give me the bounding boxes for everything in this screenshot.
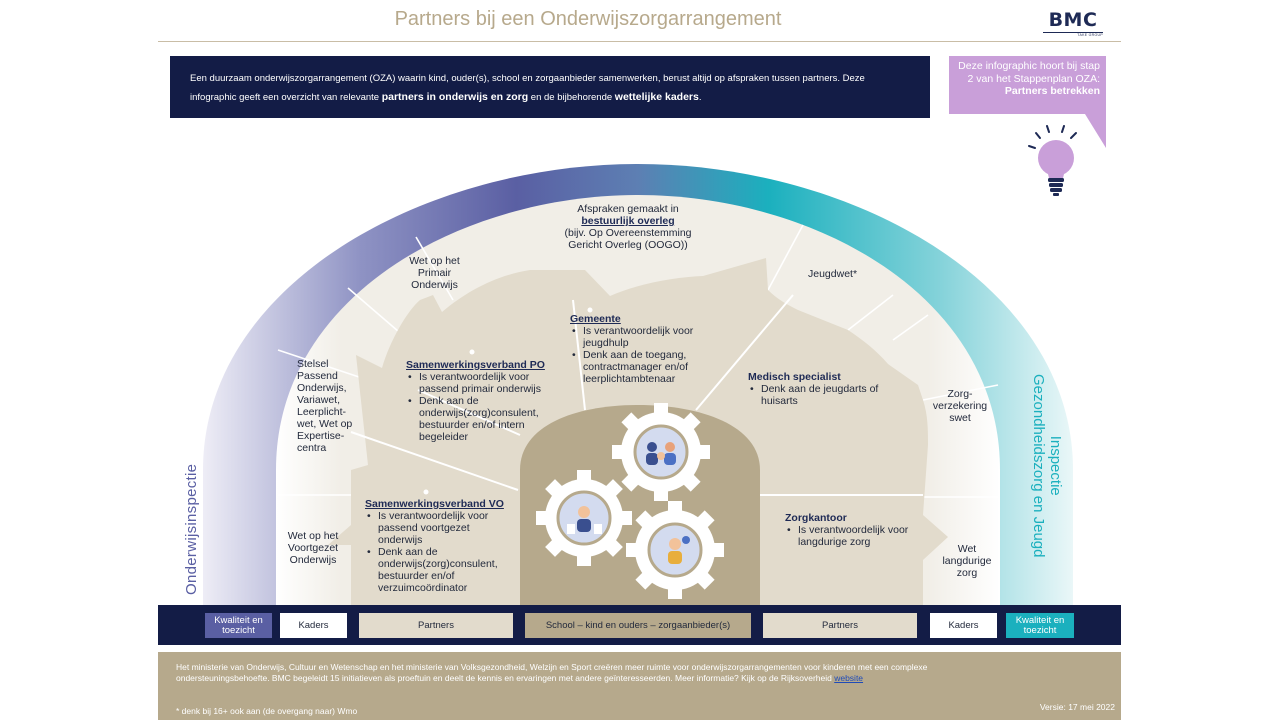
onderwijsinspectie-label: Onderwijsinspectie	[183, 463, 200, 595]
gemeente-title: Gemeente	[570, 313, 621, 325]
law-wlz: Wet langdurige zorg	[942, 543, 992, 579]
partner-swv-po: Samenwerkingsverband PO Is verantwoordel…	[406, 359, 558, 443]
legend-partners-right: Partners	[763, 613, 917, 638]
intro-text-1: Een duurzaam onderwijszorgarrangement (O…	[190, 73, 865, 103]
intro-bold-partners: partners in onderwijs en zorg	[381, 91, 529, 103]
gemeente-item: Denk aan de toegang, contractmanager en/…	[570, 349, 720, 385]
top-bold: bestuurlijk overleg	[581, 215, 675, 227]
legend-kwaliteit-right: Kwaliteit en toezicht	[1006, 613, 1074, 638]
partner-zorgkantoor: Zorgkantoor Is verantwoordelijk voor lan…	[785, 512, 915, 548]
swv-po-item: Is verantwoordelijk voor passend primair…	[406, 371, 558, 395]
bmc-logo: BMC TAKE GROUP	[1043, 9, 1103, 38]
top-line-2: (bijv. Op Overeenstemming Gericht Overle…	[564, 227, 692, 251]
version-label: Versie: 17 mei 2022	[1039, 702, 1115, 712]
swv-po-title: Samenwerkingsverband PO	[406, 359, 545, 371]
partner-swv-vo: Samenwerkingsverband VO Is verantwoordel…	[365, 498, 515, 594]
top-line-1: Afspraken gemaakt in	[577, 203, 679, 215]
footer: Het ministerie van Onderwijs, Cultuur en…	[158, 652, 1121, 720]
swv-po-item: Denk aan de onderwijs(zorg)consulent, be…	[406, 395, 558, 443]
legend-kaders-left: Kaders	[280, 613, 347, 638]
title-divider	[158, 41, 1121, 42]
igj-line-1: Inspectie	[1047, 435, 1064, 496]
footnote: * denk bij 16+ ook aan (de overgang naar…	[176, 706, 358, 716]
logo-wordmark: BMC	[1048, 9, 1098, 31]
footer-text: Het ministerie van Onderwijs, Cultuur en…	[176, 662, 976, 683]
lightbulb-icon	[1026, 124, 1092, 202]
zorgkantoor-item: Is verantwoordelijk voor langdurige zorg	[785, 524, 915, 548]
step-callout: Deze infographic hoort bij stap 2 van he…	[949, 56, 1106, 148]
intro-box: Een duurzaam onderwijszorgarrangement (O…	[170, 56, 930, 118]
gear-icon	[536, 403, 724, 599]
igj-label: Inspectie Gezondheidszorg en Jeugd	[1030, 374, 1064, 557]
infographic-slide: Partners bij een Onderwijszorgarrangemen…	[158, 0, 1121, 720]
gemeente-item: Is verantwoordelijk voor jeugdhulp	[570, 325, 720, 349]
zorgkantoor-title: Zorgkantoor	[785, 512, 847, 524]
legend-kwaliteit-left: Kwaliteit en toezicht	[205, 613, 272, 638]
page-title: Partners bij een Onderwijszorgarrangemen…	[394, 8, 782, 30]
igj-line-2: Gezondheidszorg en Jeugd	[1030, 374, 1047, 558]
swv-vo-title: Samenwerkingsverband VO	[365, 498, 504, 510]
intro-bold-kaders: wettelijke kaders	[614, 91, 699, 103]
medisch-title: Medisch specialist	[748, 371, 841, 383]
footer-body: Het ministerie van Onderwijs, Cultuur en…	[176, 662, 928, 683]
partner-medisch-specialist: Medisch specialist Denk aan de jeugdarts…	[748, 371, 888, 407]
law-zvw: Zorg-verzekering swet	[932, 388, 988, 424]
medisch-item: Denk aan de jeugdarts of huisarts	[748, 383, 888, 407]
law-wpo: Wet op het Primair Onderwijs	[409, 255, 460, 291]
callout-bold: Partners betrekken	[1004, 85, 1100, 97]
legend-school: School – kind en ouders – zorgaanbieder(…	[525, 613, 751, 638]
legend-partners-left: Partners	[359, 613, 513, 638]
swv-vo-item: Denk aan de onderwijs(zorg)consulent, be…	[365, 546, 515, 594]
logo-subtext: TAKE GROUP	[1043, 32, 1103, 38]
partner-gemeente: Gemeente Is verantwoordelijk voor jeugdh…	[570, 313, 720, 385]
swv-vo-item: Is verantwoordelijk voor passend voortge…	[365, 510, 515, 546]
law-wvo: Wet op het Voortgezet Onderwijs	[287, 530, 339, 566]
top-overleg-text: Afspraken gemaakt in bestuurlijk overleg…	[553, 203, 703, 251]
website-link[interactable]: website	[834, 672, 864, 683]
law-jeugdwet: Jeugdwet*	[808, 268, 858, 280]
legend-kaders-right: Kaders	[930, 613, 997, 638]
law-stelsel: Stelsel Passend Onderwijs, Variawet, Lee…	[297, 358, 353, 454]
callout-text: Deze infographic hoort bij stap 2 van he…	[958, 60, 1100, 85]
intro-text-2: en de bijbehorende	[528, 92, 615, 103]
intro-text-3: .	[698, 92, 702, 103]
